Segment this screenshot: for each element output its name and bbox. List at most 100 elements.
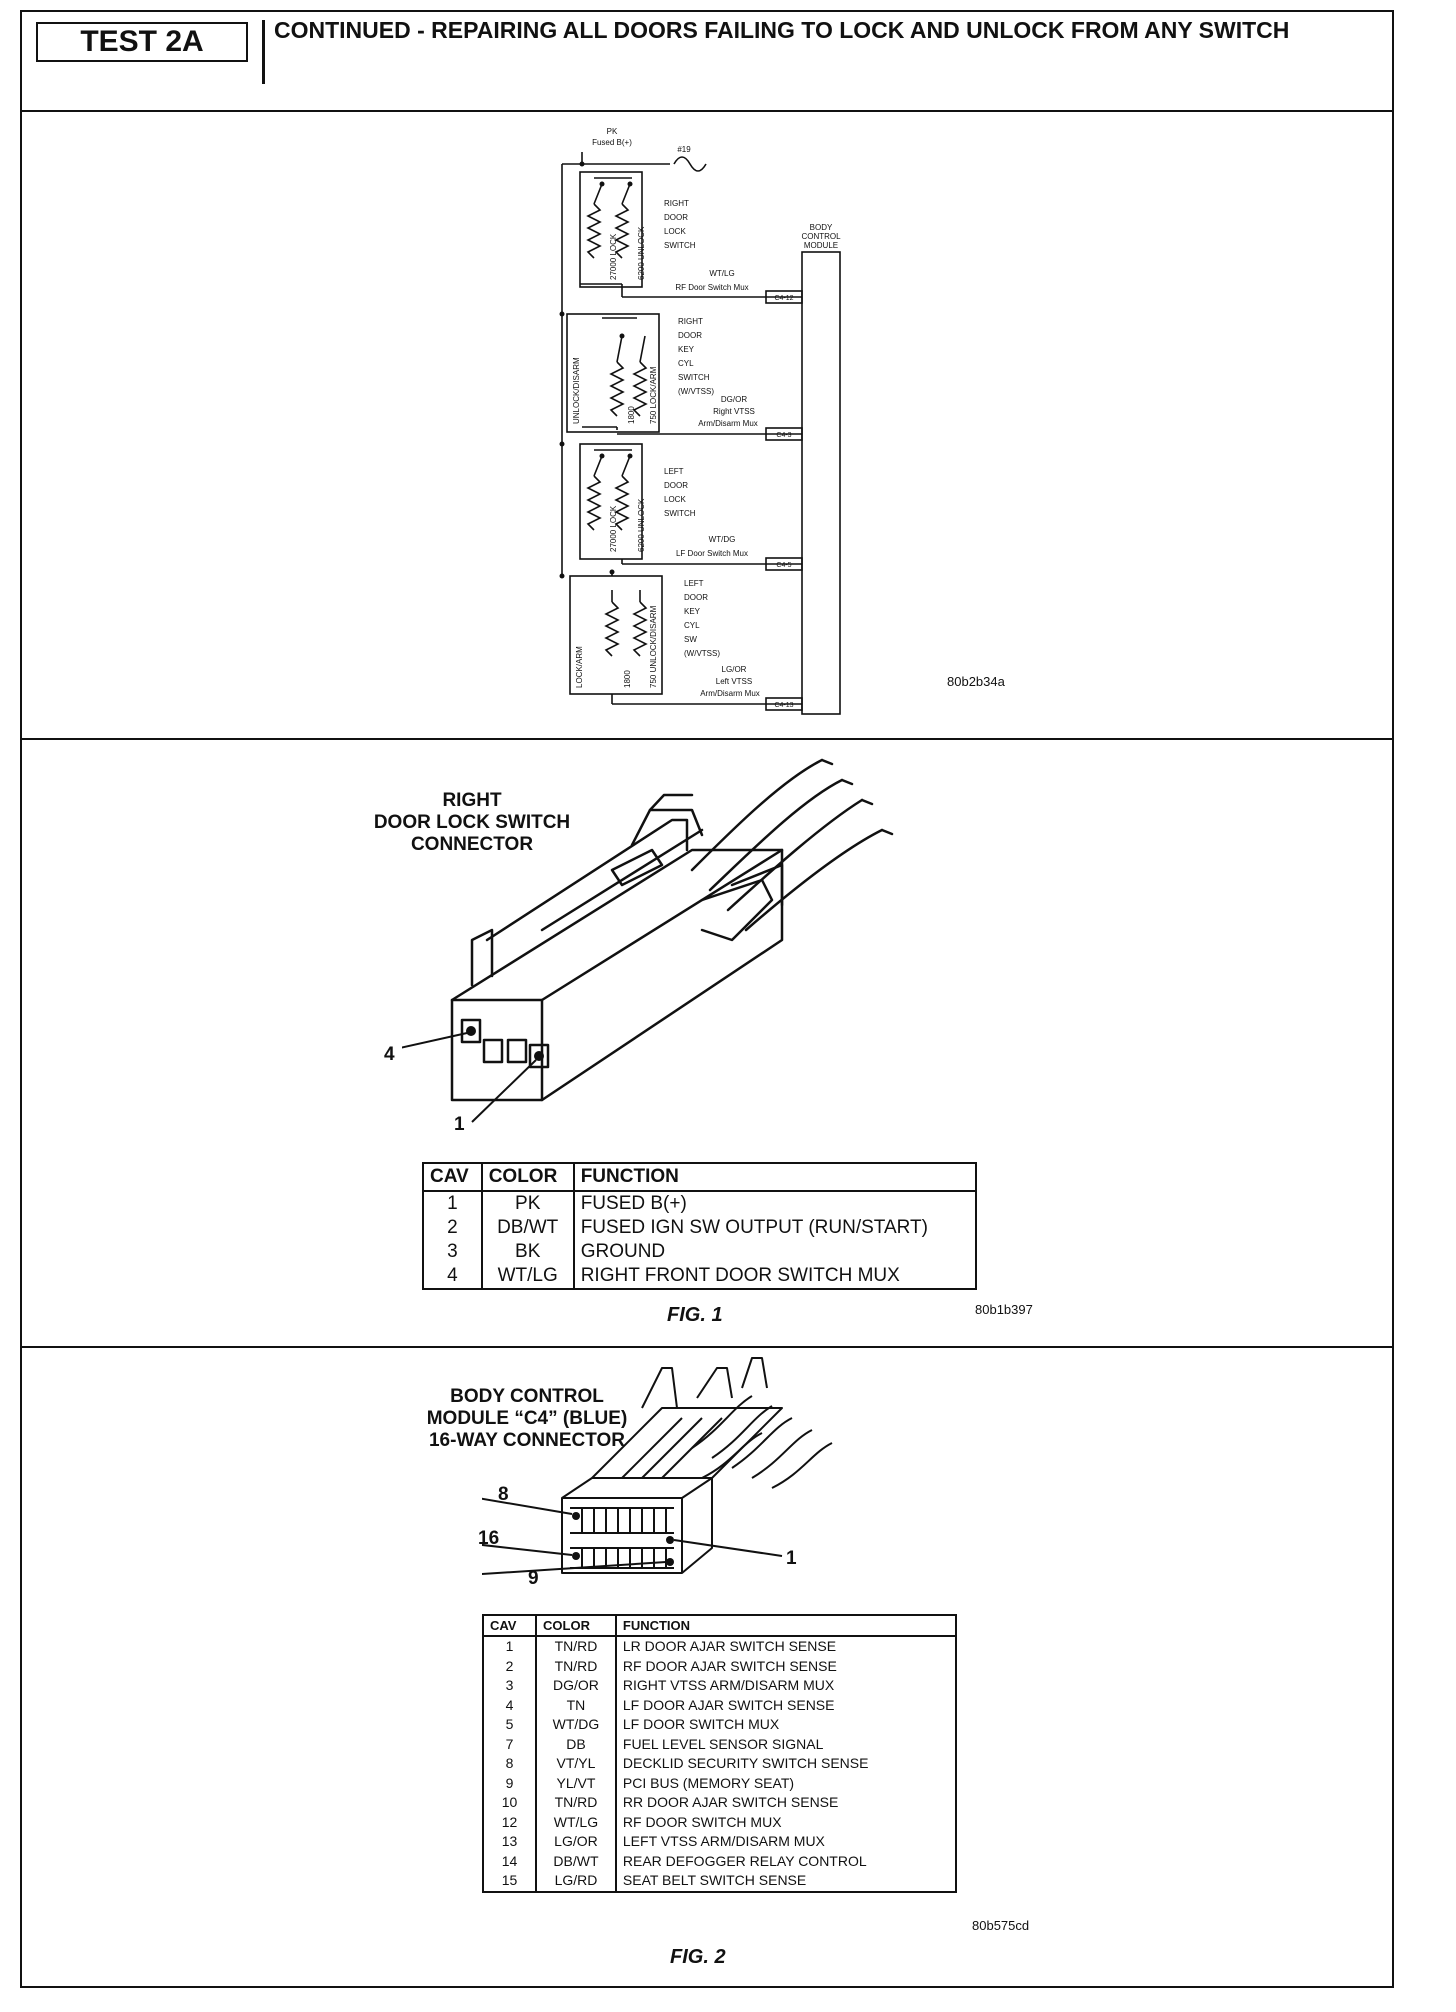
sw3-label-4: SWITCH — [664, 509, 696, 518]
sw3-r2: 6200 UNLOCK — [637, 498, 646, 552]
color-cell: TN/RD — [535, 1636, 616, 1657]
fig1-caption-2: DOOR LOCK SWITCH — [373, 812, 571, 833]
function-cell: FUEL LEVEL SENSOR SIGNAL — [614, 1734, 956, 1754]
color-cell: TN/RD — [535, 1793, 616, 1813]
sw4-r1: 1800 — [623, 670, 632, 688]
schematic-code: 80b2b34a — [947, 674, 1005, 689]
function-cell: LF DOOR AJAR SWITCH SENSE — [614, 1695, 956, 1715]
fig2-caption-1: BODY CONTROL — [450, 1386, 604, 1407]
fig1-label: FIG. 1 — [667, 1304, 723, 1326]
sw3-label-3: LOCK — [664, 495, 686, 504]
sw4-side: LOCK/ARM — [575, 646, 584, 688]
sw1-label-2: DOOR — [664, 213, 688, 222]
cav-cell: 5 — [481, 1715, 537, 1735]
color-cell: WT/LG — [535, 1812, 616, 1832]
sw4-r2: 750 UNLOCK/DISARM — [649, 605, 658, 688]
fig1-callout-4: 4 — [384, 1044, 395, 1065]
sw4-label-6: (W/VTSS) — [684, 649, 720, 658]
sw2-r2: 750 LOCK/ARM — [649, 366, 658, 424]
sw1-signal: RF Door Switch Mux — [675, 283, 748, 292]
col-function: FUNCTION — [572, 1162, 978, 1192]
bcm-c4-connector-drawing — [482, 1357, 833, 1576]
sw3-label-1: LEFT — [664, 467, 684, 476]
function-cell: GROUND — [572, 1240, 976, 1264]
fig2-label: FIG. 2 — [670, 1946, 726, 1968]
fig1-caption: RIGHT DOOR LOCK SWITCH CONNECTOR — [352, 790, 592, 856]
sw1-label-1: RIGHT — [664, 199, 689, 208]
function-cell: DECKLID SECURITY SWITCH SENSE — [614, 1754, 956, 1774]
color-cell: DB/WT — [535, 1851, 616, 1871]
sw1-label-3: LOCK — [664, 227, 686, 236]
col-color: COLOR — [480, 1162, 575, 1192]
sw3-signal: LF Door Switch Mux — [676, 549, 748, 558]
sw4-label-5: SW — [684, 635, 697, 644]
fig2-callout-16: 16 — [478, 1528, 500, 1549]
cav-cell: 14 — [481, 1851, 537, 1871]
function-cell: FUSED B(+) — [572, 1191, 976, 1216]
function-cell: RR DOOR AJAR SWITCH SENSE — [614, 1793, 956, 1813]
color-cell: WT/DG — [535, 1715, 616, 1735]
bcm-label-3: MODULE — [804, 241, 838, 250]
sw2-label-1: RIGHT — [678, 317, 703, 326]
sw4-label-2: DOOR — [684, 593, 708, 602]
function-cell: RIGHT VTSS ARM/DISARM MUX — [614, 1676, 956, 1696]
wiring-schematic: PK Fused B(+) #19 BODY CONTROL MODULE RI… — [559, 127, 841, 715]
col-color: COLOR — [535, 1614, 617, 1637]
fig2-caption: BODY CONTROL MODULE “C4” (BLUE) 16-WAY C… — [402, 1386, 652, 1452]
fig1-callout-1: 1 — [454, 1114, 465, 1135]
power-sub-label: Fused B(+) — [592, 138, 632, 147]
cav-cell: 12 — [481, 1812, 537, 1832]
sw2-signal: Right VTSS — [713, 407, 755, 416]
cav-cell: 4 — [422, 1264, 482, 1289]
color-cell: WT/LG — [480, 1264, 574, 1289]
sw4-signal: Left VTSS — [716, 677, 752, 686]
sw1-label-4: SWITCH — [664, 241, 696, 250]
sw2-label-2: DOOR — [678, 331, 702, 340]
cav-cell: 10 — [481, 1793, 537, 1813]
cav-cell: 9 — [481, 1773, 537, 1793]
color-cell: DB — [535, 1734, 616, 1754]
sw1-r2: 6200 UNLOCK — [637, 226, 646, 280]
function-cell: SEAT BELT SWITCH SENSE — [614, 1871, 956, 1892]
function-cell: PCI BUS (MEMORY SEAT) — [614, 1773, 956, 1793]
fig1-panel: RIGHT DOOR LOCK SWITCH CONNECTOR — [22, 740, 1392, 1348]
sw1-wire: WT/LG — [709, 269, 734, 278]
cav-cell: 13 — [481, 1832, 537, 1852]
color-cell: BK — [480, 1240, 574, 1264]
color-cell: PK — [480, 1191, 574, 1216]
sw2-pin: C4-3 — [776, 432, 791, 439]
function-cell: LF DOOR SWITCH MUX — [614, 1715, 956, 1735]
color-cell: LG/OR — [535, 1832, 616, 1852]
color-cell: DB/WT — [480, 1216, 574, 1240]
header-divider — [262, 20, 265, 84]
cav-cell: 1 — [422, 1191, 482, 1216]
table-header-row: CAV COLOR FUNCTION — [481, 1614, 958, 1637]
cav-cell: 7 — [481, 1734, 537, 1754]
cav-cell: 8 — [481, 1754, 537, 1774]
sw4-signal-2: Arm/Disarm Mux — [700, 689, 760, 698]
fig2-code: 80b575cd — [972, 1918, 1030, 1933]
fig1-code: 80b1b397 — [975, 1302, 1033, 1317]
fig2-panel: BODY CONTROL MODULE “C4” (BLUE) 16-WAY C… — [22, 1348, 1392, 1990]
test-id-box: TEST 2A — [36, 22, 248, 62]
sw4-wire: LG/OR — [722, 665, 747, 674]
fig1-caption-3: CONNECTOR — [410, 834, 534, 855]
color-cell: LG/RD — [535, 1871, 616, 1892]
sw4-label-4: CYL — [684, 621, 700, 630]
bcm-label-2: CONTROL — [801, 232, 841, 241]
sw4-label-1: LEFT — [684, 579, 704, 588]
sw3-pin: C4-5 — [776, 562, 791, 569]
fig2-caption-3: 16-WAY CONNECTOR — [428, 1430, 626, 1451]
